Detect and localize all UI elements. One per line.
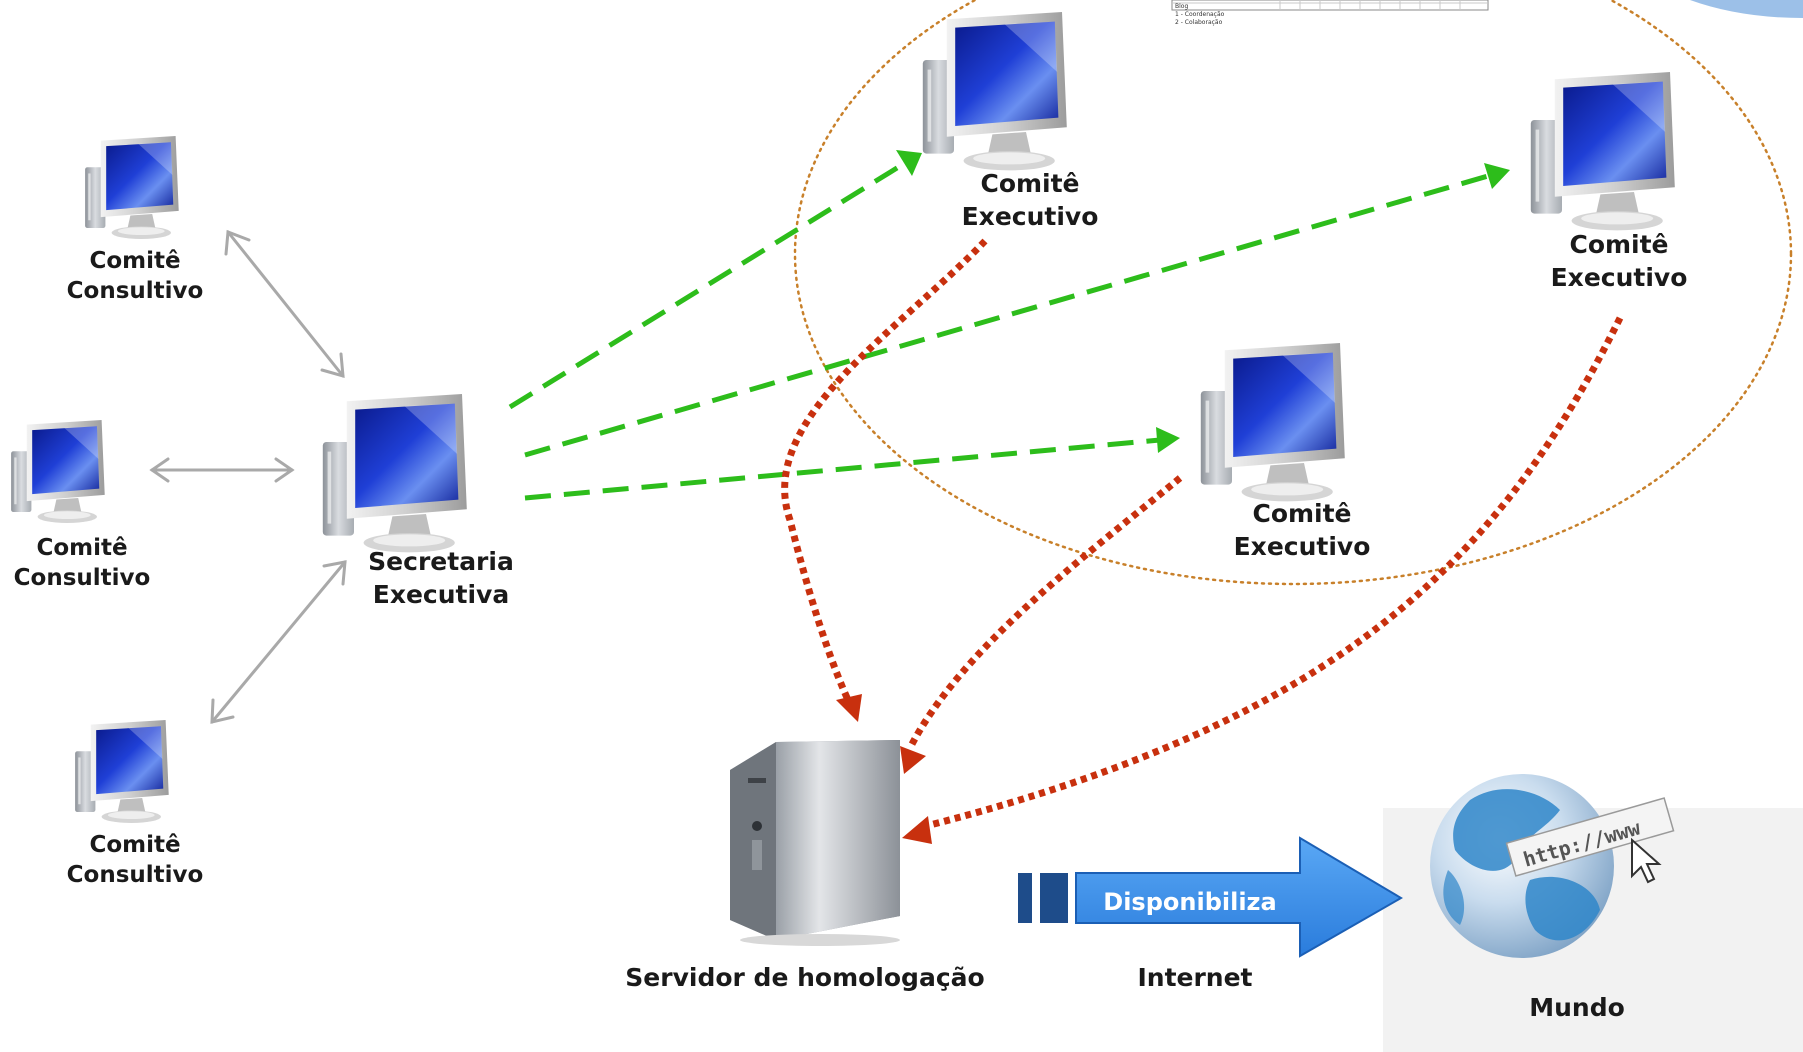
thumbnail-table: Blog 1 - Coordenação 2 - Colaboração [1171, 0, 1489, 26]
dashed-arrow-to-executivo-2 [524, 173, 1489, 458]
distribution-arrows [508, 160, 1489, 501]
double-arrow-icon [226, 230, 345, 378]
disponibiliza-label: Disponibiliza [1103, 888, 1276, 916]
distribution-arrowheads [896, 150, 1510, 453]
thumbnail-row: 2 - Colaboração [1175, 19, 1223, 26]
corner-decoration [1690, 0, 1803, 18]
executive-group-ellipse [793, 0, 1793, 586]
computer-monitor-icon [11, 420, 105, 523]
thumbnail-row: Blog [1175, 3, 1188, 10]
computer-monitor-icon [75, 720, 169, 823]
computer-monitor-icon [1200, 343, 1345, 502]
dotted-arrow-from-executivo-2 [929, 316, 1624, 829]
internet-label: Internet [1137, 963, 1253, 992]
servidor-label: Servidor de homologação [625, 963, 985, 992]
disponibiliza-arrow: Disponibiliza [1018, 836, 1403, 958]
computer-monitor-icon [85, 136, 179, 239]
thumbnail-row: 1 - Coordenação [1175, 11, 1225, 18]
upload-arrowheads [836, 694, 932, 844]
dotted-arrow-from-executivo-1 [781, 238, 988, 702]
server-tower-icon [730, 740, 900, 946]
mundo-label: Mundo [1529, 993, 1625, 1022]
double-arrow-icon [210, 560, 347, 724]
arrow-tail-bar [1040, 873, 1068, 923]
computer-monitor-icon [1530, 72, 1675, 231]
consultivo-arrows [149, 229, 347, 724]
dotted-arrow-from-executivo-3 [906, 475, 1183, 750]
arrow-tail-bar [1018, 873, 1032, 923]
cursor-icon [1631, 837, 1662, 884]
dashed-arrow-to-executivo-3 [524, 437, 1161, 501]
computer-monitor-icon [922, 12, 1067, 171]
upload-arrows [781, 238, 1624, 829]
computer-monitor-icon [322, 394, 467, 553]
